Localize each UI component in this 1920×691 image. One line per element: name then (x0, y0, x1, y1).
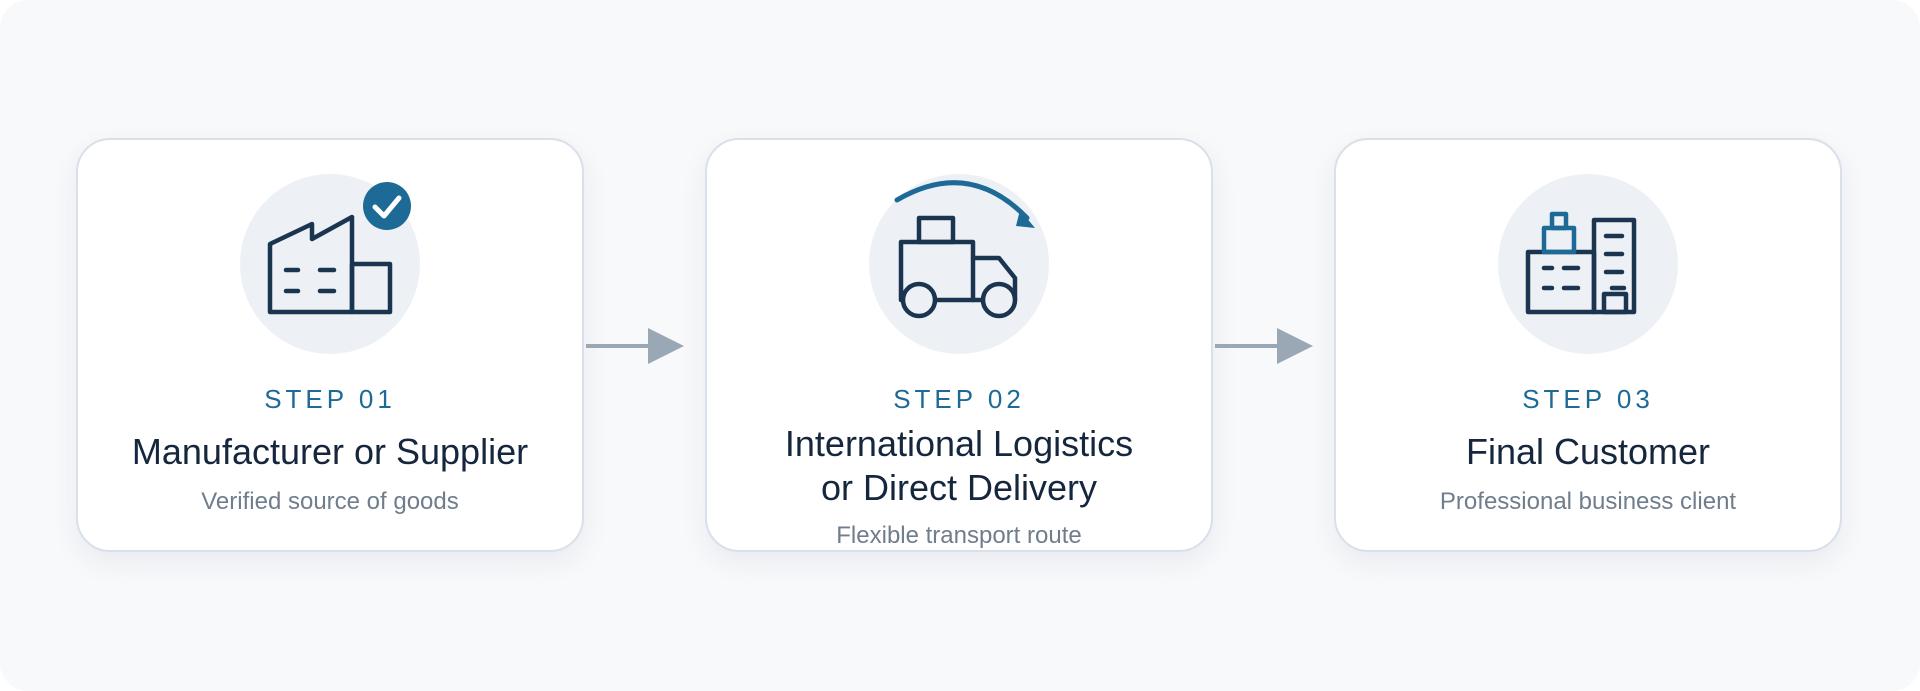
step-card-manufacturer: STEP 01 Manufacturer or Supplier Verifie… (76, 138, 584, 552)
step-title-line-2: or Direct Delivery (820, 467, 1098, 508)
step-card-logistics: STEP 02 International Logistics or Direc… (705, 138, 1213, 552)
truck-icon (894, 180, 1035, 319)
step-subtitle: Verified source of goods (201, 488, 459, 515)
step-title: Final Customer (1465, 431, 1711, 472)
step-subtitle: Professional business client (1439, 488, 1737, 515)
curved-arrow-icon (894, 180, 1035, 228)
office-building-icon (1525, 211, 1637, 315)
step-number: STEP 02 (893, 384, 1025, 414)
icon-container (1498, 174, 1678, 354)
step-title: Manufacturer or Supplier (131, 431, 529, 472)
connector-arrow-icon (1215, 328, 1313, 364)
step-title-line-1: International Logistics (784, 423, 1134, 464)
step-title: International Logistics or Direct Delive… (707, 422, 1211, 510)
step-subtitle: Flexible transport route (836, 522, 1082, 549)
factory-icon (267, 182, 411, 315)
step-number: STEP 03 (1522, 384, 1654, 414)
step-number: STEP 01 (264, 384, 396, 414)
connector-arrow-icon (586, 328, 684, 364)
check-badge-icon (363, 182, 411, 230)
icon-container (869, 174, 1049, 354)
step-card-customer: STEP 03 Final Customer Professional busi… (1334, 138, 1842, 552)
icon-container (240, 174, 420, 354)
